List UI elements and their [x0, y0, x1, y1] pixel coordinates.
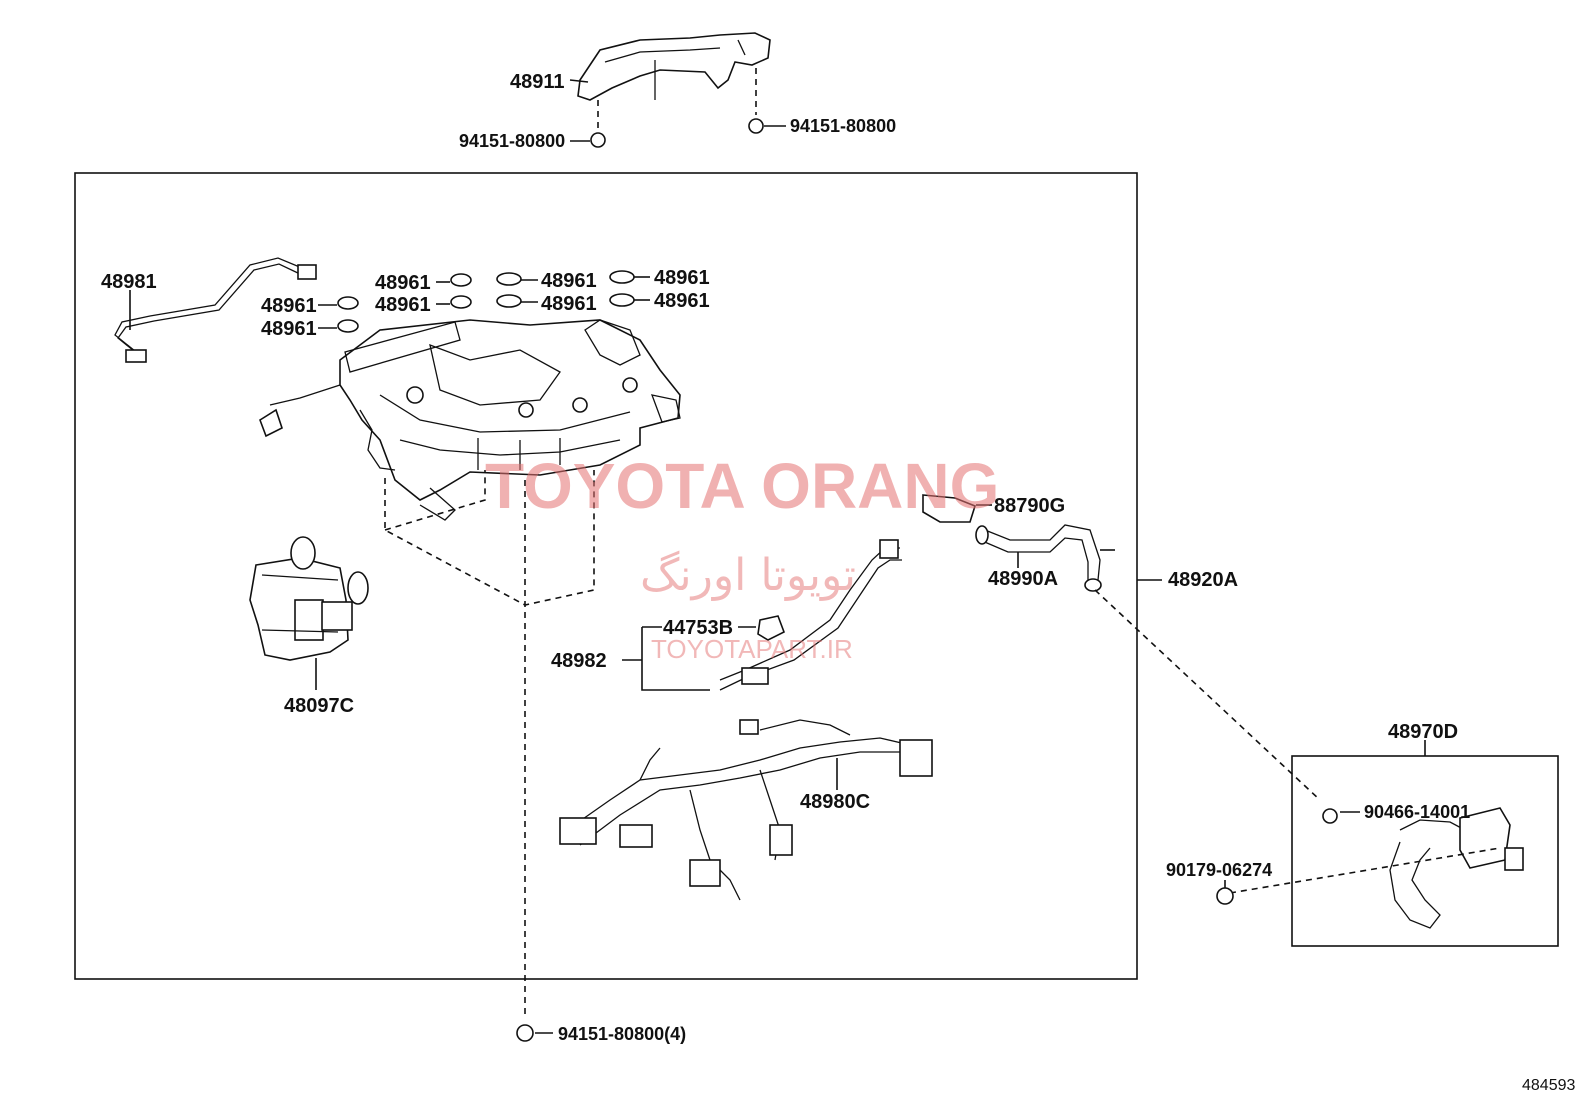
label-48961-g: 48961 [654, 267, 710, 289]
label-48961-d: 48961 [261, 318, 317, 340]
watermark-title: TOYOTA ORANG [485, 450, 999, 522]
label-48097C: 48097C [284, 695, 354, 717]
label-94151-left: 94151-80800 [459, 131, 565, 151]
bracket-48911 [577, 32, 771, 101]
label-48981: 48981 [101, 271, 157, 293]
label-48911: 48911 [510, 71, 565, 93]
label-90179-06274: 90179-06274 [1166, 860, 1272, 880]
sensor-88790G [922, 494, 976, 523]
label-48961-a: 48961 [375, 272, 431, 294]
label-48961-h: 48961 [654, 290, 710, 312]
reference-number: 484593 [1522, 1077, 1575, 1094]
label-48970D: 48970D [1388, 721, 1458, 743]
wire-harness-48980C [559, 719, 933, 901]
nut-icon-90179 [1216, 887, 1234, 905]
nut-icon-bottom [516, 1024, 534, 1042]
main-assembly-frame [74, 172, 1138, 980]
label-88790G: 88790G [994, 495, 1065, 517]
label-48990A: 48990A [988, 568, 1058, 590]
label-48982: 48982 [551, 650, 607, 672]
module-48097C [249, 536, 369, 661]
pipe-48981 [114, 257, 317, 363]
label-44753B: 44753B [663, 617, 733, 639]
label-48961-f: 48961 [541, 293, 597, 315]
subassembly-48970D [1322, 807, 1524, 929]
watermark-arabic: تویوتا اورنگ [640, 550, 856, 601]
label-94151-right: 94151-80800 [790, 116, 896, 136]
hose-48982 [719, 539, 902, 691]
label-48920A: 48920A [1168, 569, 1238, 591]
label-90466-14001: 90466-14001 [1364, 802, 1470, 822]
label-94151-bottom: 94151-80800(4) [558, 1024, 686, 1044]
nut-icon [590, 118, 764, 148]
label-48980C: 48980C [800, 791, 870, 813]
label-48961-e: 48961 [541, 270, 597, 292]
label-48961-c: 48961 [261, 295, 317, 317]
hose-48990A [975, 524, 1102, 592]
main-module-assembly [259, 319, 681, 521]
label-48961-b: 48961 [375, 294, 431, 316]
watermark-url: TOYOTAPART.IR [651, 634, 853, 664]
